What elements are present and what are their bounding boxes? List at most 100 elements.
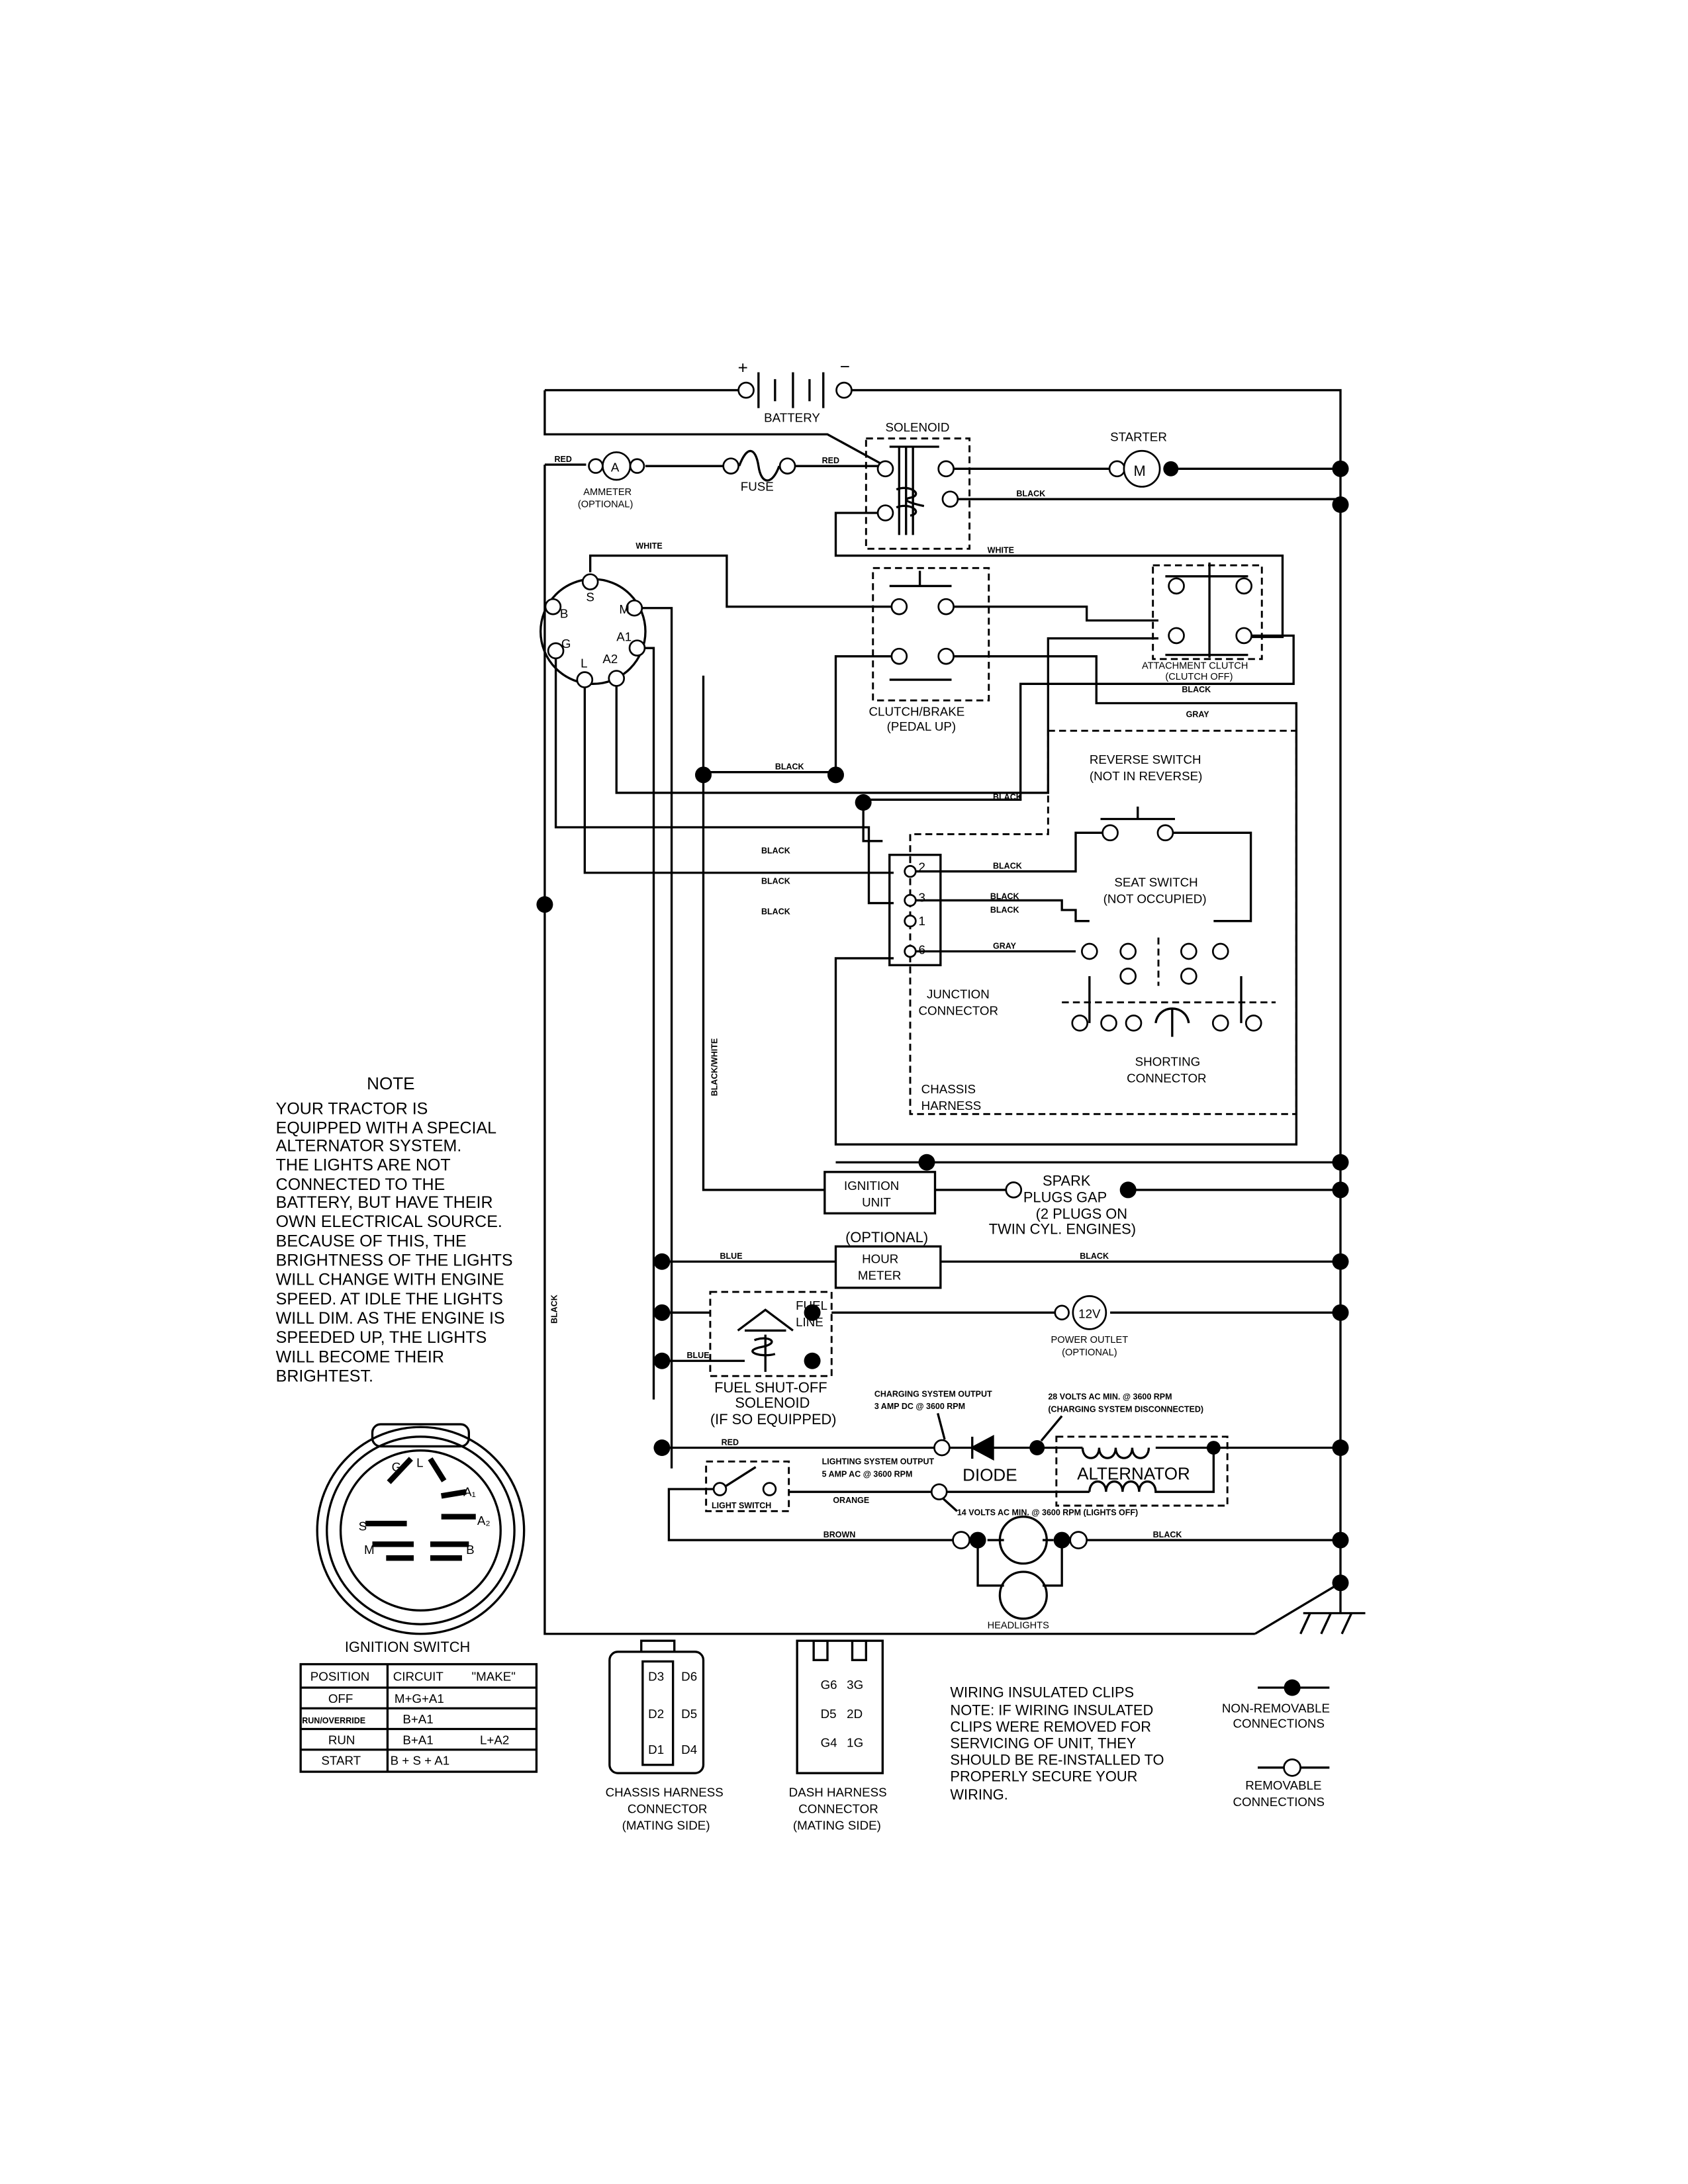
wire-m-terminal <box>642 607 673 1469</box>
note-line: CONNECTED TO THE <box>276 1175 445 1194</box>
fuse: FUSE <box>722 449 796 494</box>
note-line: BATTERY, BUT HAVE THEIR <box>276 1193 493 1212</box>
note-line: YOUR TRACTOR IS <box>276 1099 428 1118</box>
fuel-shutoff-label: SOLENOID <box>735 1394 810 1411</box>
wire-label-black: BLACK <box>761 876 790 886</box>
fuel-shutoff-solenoid: FUEL LINE FUEL SHUT-OFF SOLENOID (IF SO … <box>709 1291 837 1428</box>
ammeter-optional-label: (OPTIONAL) <box>578 500 633 510</box>
table-cell: B+A1 <box>402 1733 433 1747</box>
wire-label-gray: GRAY <box>1186 709 1210 719</box>
junction-connector: 2 3 1 6 JUNCTION CONNECTOR <box>888 854 999 1017</box>
legend-label: REMOVABLE <box>1245 1778 1321 1792</box>
clips-note-line: CLIPS WERE REMOVED FOR <box>950 1719 1151 1735</box>
connector-label: CONNECTOR <box>798 1802 878 1816</box>
annotation-arrow <box>942 1498 958 1512</box>
table-cell: START <box>321 1754 361 1768</box>
note-line: WILL CHANGE WITH ENGINE <box>276 1271 504 1289</box>
junction-pin: 2 <box>919 860 925 874</box>
terminal-s: S <box>586 590 594 604</box>
chassis-harness-label: HARNESS <box>921 1099 982 1113</box>
connector-pin: 3G <box>847 1678 863 1692</box>
terminal-a1: A1 <box>616 630 632 644</box>
reverse-switch: REVERSE SWITCH (NOT IN REVERSE) <box>1090 752 1202 842</box>
terminal-l: L <box>581 656 587 670</box>
shorting-connector-label: SHORTING <box>1135 1054 1201 1068</box>
fuel-line-label: LINE <box>796 1315 823 1329</box>
svg-text:M: M <box>364 1543 375 1557</box>
spark-plug-label: TWIN CYL. ENGINES) <box>989 1221 1136 1238</box>
junction-connector-label: CONNECTOR <box>919 1003 999 1017</box>
alternator-label: ALTERNATOR <box>1077 1463 1190 1483</box>
charging-output-label: CHARGING SYSTEM OUTPUT <box>874 1389 992 1398</box>
hour-meter-label: HOUR <box>862 1251 898 1265</box>
volts-28-label: 28 VOLTS AC MIN. @ 3600 RPM <box>1048 1392 1172 1402</box>
battery-cells <box>757 372 825 408</box>
battery-label: BATTERY <box>764 411 820 425</box>
diode-label: DIODE <box>962 1465 1017 1485</box>
table-cell: B + S + A1 <box>391 1754 450 1768</box>
wire-a1-terminal <box>645 647 655 1400</box>
clutch-brake-switch: CLUTCH/BRAKE (PEDAL UP) <box>869 567 990 733</box>
junction-pin: 1 <box>919 914 925 928</box>
note-line: SPEEDED UP, THE LIGHTS <box>276 1328 487 1347</box>
note-line: WILL BECOME THEIR <box>276 1347 444 1366</box>
connector-pin: G4 <box>821 1736 837 1750</box>
black-white-wire <box>702 675 825 1191</box>
connection-node <box>695 766 712 784</box>
connector-pin: D5 <box>681 1707 697 1721</box>
clips-note-line: SHOULD BE RE-INSTALLED TO <box>950 1752 1164 1768</box>
battery-minus-sign: − <box>840 357 850 377</box>
non-removable-symbol <box>1284 1679 1301 1696</box>
volts-14-label: 14 VOLTS AC MIN. @ 3600 RPM (LIGHTS OFF) <box>957 1508 1138 1518</box>
wire-l-terminal <box>583 688 894 874</box>
spark-plug-label: PLUGS GAP <box>1023 1189 1107 1206</box>
connector-label: (MATING SIDE) <box>793 1819 881 1833</box>
legend-label: CONNECTIONS <box>1233 1795 1325 1809</box>
connection-node <box>918 1154 935 1171</box>
wire-a2-terminal <box>615 637 1159 794</box>
wire-label-black: BLACK <box>1016 489 1045 498</box>
chassis-harness-connector: D3 D6 D2 D5 D1 D4 CHASSIS HARNESS CONNEC… <box>606 1639 724 1833</box>
red-wire <box>543 463 879 910</box>
connector-pin: 2D <box>847 1707 863 1721</box>
wire-g-terminal <box>554 659 894 905</box>
connector-pin: D4 <box>681 1743 697 1756</box>
alternator-note: NOTE YOUR TRACTOR IS EQUIPPED WITH A SPE… <box>276 1073 513 1386</box>
annotation-arrows <box>937 1412 1063 1442</box>
connector-pin: D3 <box>648 1670 664 1684</box>
wire-label-black-white: BLACK/WHITE <box>710 1038 719 1097</box>
connection-node <box>653 1352 671 1369</box>
connector-pin: 1G <box>847 1736 863 1750</box>
wire-label-black: BLACK <box>1182 685 1211 694</box>
black-wire-reverse <box>915 831 1252 923</box>
black-wire-seat <box>915 899 1090 923</box>
wire-label-brown: BROWN <box>823 1530 856 1539</box>
black-main-ground-wire <box>543 904 1255 1635</box>
attachment-clutch-switch: ATTACHMENT CLUTCH (CLUTCH OFF) <box>1142 563 1263 682</box>
table-header-position: POSITION <box>310 1670 370 1684</box>
wire-label-black: BLACK <box>993 792 1022 801</box>
attachment-clutch-sub-label: (CLUTCH OFF) <box>1165 672 1233 682</box>
ignition-unit-label: IGNITION <box>844 1179 899 1193</box>
wire-label-white: WHITE <box>635 541 662 551</box>
wire-label-black: BLACK <box>761 907 790 916</box>
terminal-a2: A2 <box>602 652 618 666</box>
connector-pin: D1 <box>648 1743 664 1756</box>
wire-label-black: BLACK <box>761 846 790 856</box>
battery-to-solenoid-wire <box>543 390 886 467</box>
alternator: ALTERNATOR <box>1055 1435 1229 1507</box>
reverse-switch-label: REVERSE SWITCH <box>1090 752 1201 766</box>
clutch-brake-sub-label: (PEDAL UP) <box>887 719 957 733</box>
ground-icon <box>1254 1582 1366 1635</box>
ignition-unit: IGNITION UNIT <box>823 1171 937 1215</box>
wire-label-black: BLACK <box>993 862 1022 871</box>
wire-label-black: BLACK <box>990 891 1019 901</box>
ground-connection-node <box>1332 460 1349 477</box>
table-header-make: "MAKE" <box>472 1670 516 1684</box>
legend: NON-REMOVABLE CONNECTIONS REMOVABLE CONN… <box>1222 1679 1330 1809</box>
black-wire-attachment <box>863 634 1295 801</box>
table-header-circuit: CIRCUIT <box>393 1670 444 1684</box>
wire-label-black: BLACK <box>1080 1251 1109 1261</box>
wire-label-red: RED <box>722 1437 739 1447</box>
